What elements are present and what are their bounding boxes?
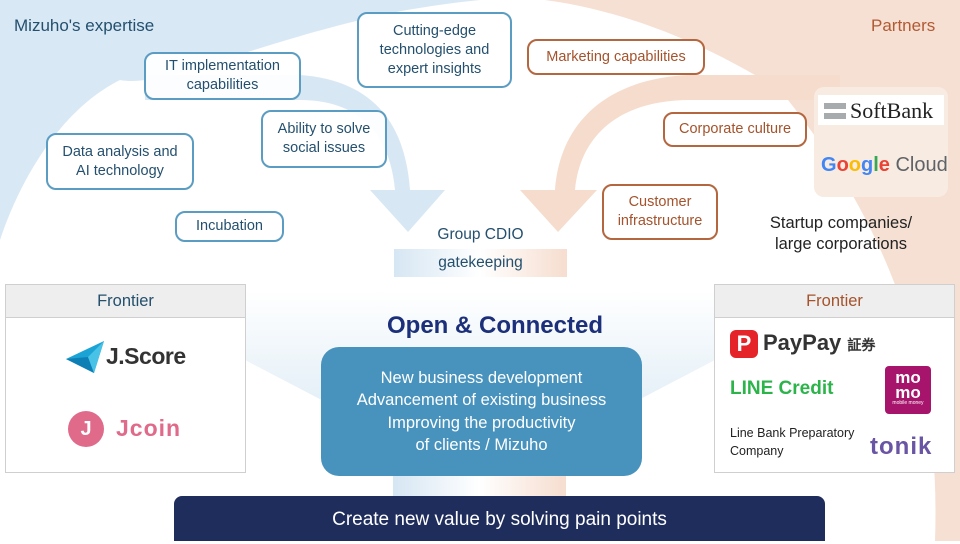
pill-it-implementation: IT implementation capabilities — [144, 52, 301, 100]
momo-line-1: mo — [895, 368, 921, 387]
startups-label: Startup companies/ large corporations — [758, 214, 924, 254]
tonik-logo: tonik — [870, 433, 933, 460]
partners-title: Partners — [871, 16, 936, 35]
center-line-4: of clients / Mizuho — [415, 436, 548, 454]
frontier-right-title: Frontier — [715, 285, 954, 318]
mizuho-expertise-title: Mizuho's expertise — [14, 16, 155, 35]
startups-line-2: large corporations — [774, 235, 908, 253]
line-bank-logo: Line Bank Preparatory Company — [730, 424, 854, 460]
momo-subtext: mobile money — [892, 400, 924, 406]
line-bank-line-2: Company — [730, 444, 784, 458]
momo-logo: mo mo mobile money — [885, 366, 931, 414]
center-line-1: New business development — [380, 368, 583, 387]
softbank-logo: SoftBank — [850, 98, 934, 123]
line-bank-line-1: Line Bank Preparatory — [730, 426, 855, 440]
paypay-word: PayPay — [763, 330, 842, 355]
center-line-2: Advancement of existing business — [356, 391, 607, 409]
pill-data-analysis: Data analysis and AI technology — [46, 133, 194, 190]
momo-line-2: mo — [895, 383, 921, 402]
center-box: New business development Advancement of … — [321, 347, 642, 476]
center-line-3: Improving the productivity — [387, 413, 576, 432]
startups-line-1: Startup companies/ — [769, 214, 913, 232]
paypay-suffix: 証券 — [847, 337, 876, 353]
bottom-connector — [393, 476, 566, 496]
jcoin-logo: Jcoin — [116, 415, 182, 441]
frontier-right-panel: Frontier P PayPay 証券 LINE Credit mo mo m… — [714, 284, 955, 473]
orange-arrow — [520, 75, 840, 232]
softbank-icon — [824, 103, 846, 119]
pill-cutting-edge: Cutting-edge technologies and expert ins… — [357, 12, 512, 88]
footer-banner: Create new value by solving pain points — [174, 496, 825, 541]
paypay-icon: P — [730, 330, 758, 358]
google-cloud-logo: Google Cloud — [821, 154, 948, 177]
paypay-logo: PayPay 証券 — [763, 330, 875, 356]
pill-social-issues: Ability to solve social issues — [261, 110, 387, 168]
frontier-left-title: Frontier — [6, 285, 245, 318]
gatekeeping-band: gatekeeping — [394, 249, 567, 277]
group-cdio-label: Group CDIO — [437, 226, 524, 243]
pill-customer-infrastructure: Customer infrastructure — [602, 184, 718, 240]
pill-marketing: Marketing capabilities — [527, 39, 705, 75]
line-credit-logo: LINE Credit — [730, 378, 834, 399]
jcoin-icon: J — [68, 411, 104, 447]
google-cloud-word: Cloud — [895, 154, 948, 176]
open-connected-title: Open & Connected — [386, 312, 603, 339]
pill-incubation: Incubation — [175, 211, 284, 242]
frontier-left-panel: Frontier J.Score J Jcoin — [5, 284, 246, 473]
pill-corporate-culture: Corporate culture — [663, 112, 807, 147]
jscore-logo: J.Score — [106, 343, 186, 369]
google-word: Google — [821, 154, 890, 176]
jscore-icon — [66, 341, 104, 373]
